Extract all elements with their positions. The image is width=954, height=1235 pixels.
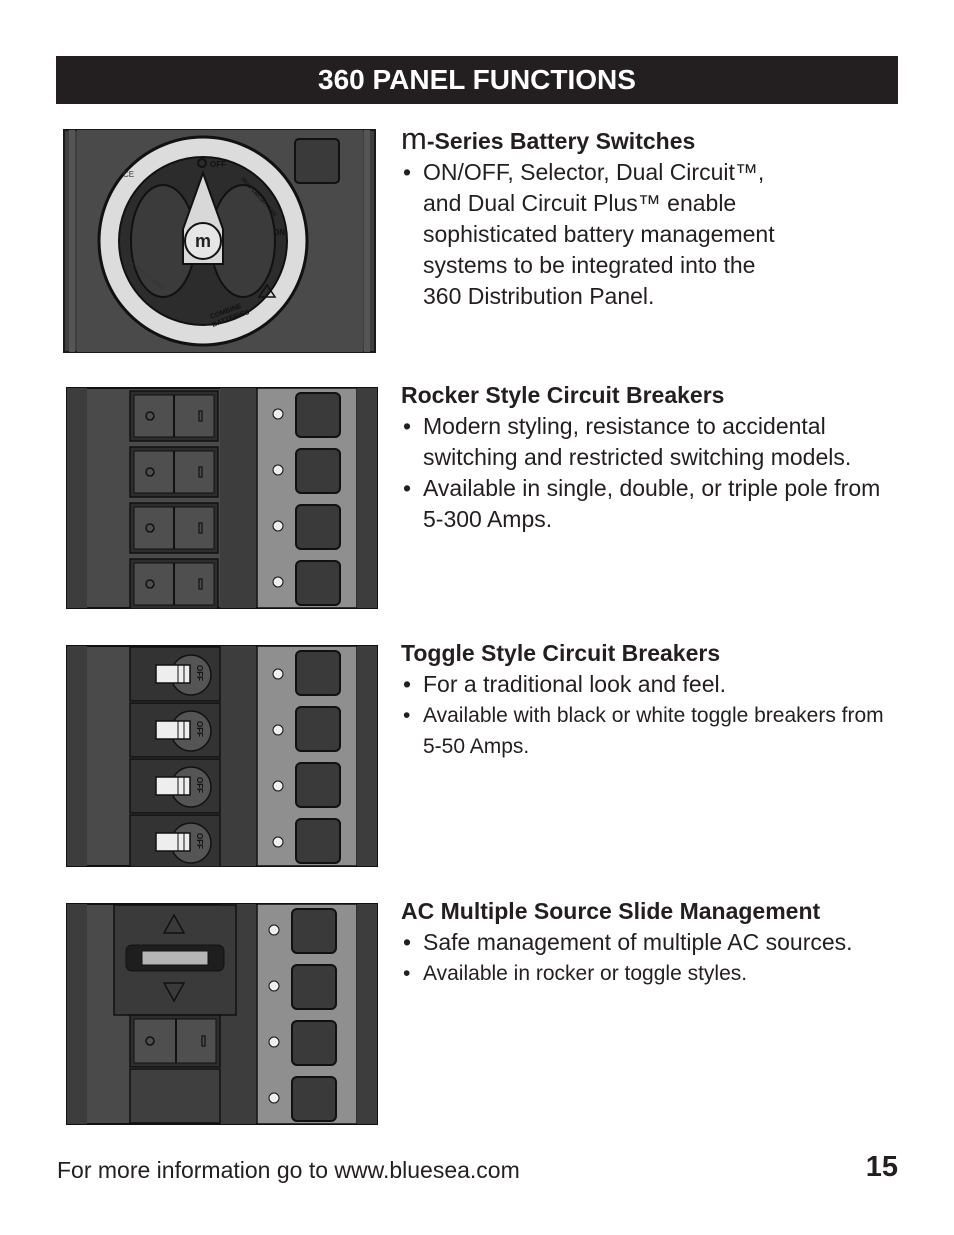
switch-off-label: OFF [210,160,226,169]
toggle-off-label: OFF [195,665,204,681]
toggle-breaker-bullets: For a traditional look and feel. Availab… [401,669,901,762]
footer-info-text: For more information go to www.bluesea.c… [57,1157,520,1183]
slide-down-arrow-icon [162,982,186,1003]
list-item: and Dual Circuit Plus™ enable [423,190,737,216]
battery-switch-illustration: OFF ON DUAL CIRCUIT PLUS COMBINE BATTERI… [63,129,376,353]
list-item: Safe management of multiple AC sources. [401,927,901,958]
page-title-banner: 360 PANEL FUNCTIONS [56,56,898,104]
section-battery-switches: m-Series Battery Switches ON/OFF, Select… [401,121,901,312]
list-item: Modern styling, resistance to accidental… [401,411,901,473]
battery-switch-bullets: ON/OFF, Selector, Dual Circuit™, and Dua… [401,157,901,312]
list-item: For a traditional look and feel. [401,669,901,700]
section-title-ac-slide: AC Multiple Source Slide Management [401,898,821,924]
toggle-breaker-illustration: OFF OFF OFF [66,645,378,867]
rocker-breaker-illustration [66,387,378,609]
rocker-rows [129,390,341,609]
list-item: sophisticated battery management [423,221,775,247]
list-item: 360 Distribution Panel. [423,283,655,309]
list-item: Available in rocker or toggle styles. [401,958,901,989]
switch-ce-mark: CE [123,170,134,179]
switch-logo: m [195,231,211,251]
section-title-rocker-breakers: Rocker Style Circuit Breakers [401,382,725,408]
page-title: 360 PANEL FUNCTIONS [318,64,636,95]
section-title-battery-switches: m-Series Battery Switches [401,121,696,156]
slide-up-arrow-icon [162,913,186,934]
section-title-toggle-breakers: Toggle Style Circuit Breakers [401,640,721,666]
ac-slide-bullets: Safe management of multiple AC sources. … [401,927,901,989]
switch-on-label: ON [273,228,285,237]
page-number: 15 [865,1151,898,1183]
section-rocker-breakers: Rocker Style Circuit Breakers Modern sty… [401,381,901,535]
toggle-off-label: OFF [195,833,204,849]
list-item: systems to be integrated into the [423,252,756,278]
section-toggle-breakers: Toggle Style Circuit Breakers For a trad… [401,639,901,762]
toggle-off-label: OFF [195,777,204,793]
list-item: Available in single, double, or triple p… [401,473,901,535]
rocker-breaker-bullets: Modern styling, resistance to accidental… [401,411,901,535]
toggle-off-label: OFF [195,721,204,737]
list-item: Available with black or white toggle bre… [401,700,901,762]
list-item: ON/OFF, Selector, Dual Circuit™, [401,157,901,188]
ac-slide-illustration [66,903,378,1125]
m-series-prefix: m [401,121,427,156]
section-ac-slide: AC Multiple Source Slide Management Safe… [401,897,901,989]
